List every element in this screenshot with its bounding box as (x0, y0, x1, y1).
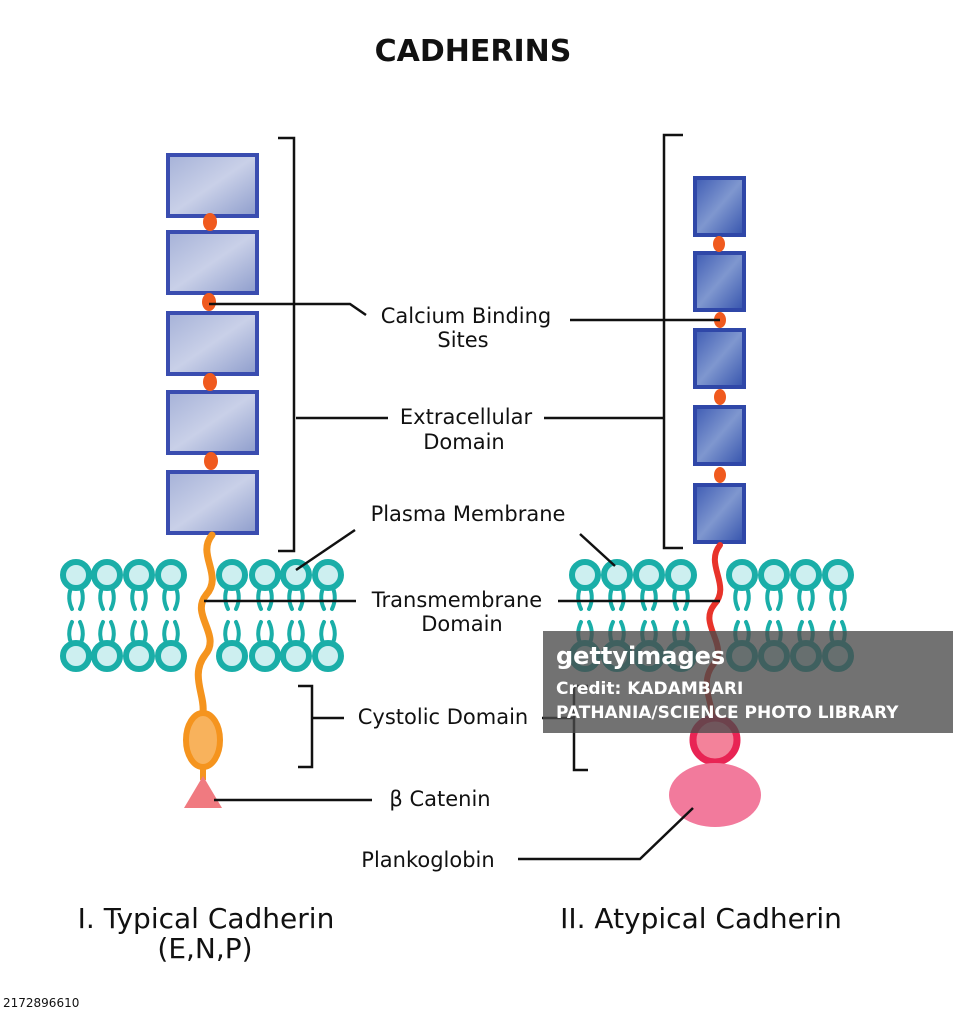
plakoglobin-label: Plankoglobin (361, 848, 494, 872)
typical-cytosolic-oval (183, 710, 223, 770)
typical-tail (194, 531, 216, 716)
phospholipid (726, 559, 758, 611)
getty-watermark: gettyimages Credit: KADAMBARI PATHANIA/S… (543, 631, 953, 733)
phospholipid (123, 559, 155, 611)
typical-cadherin-caption: I. Typical Cadherin (78, 902, 335, 935)
phospholipid (633, 559, 665, 611)
phospholipid (312, 620, 344, 672)
watermark-credit-line2: PATHANIA/SCIENCE PHOTO LIBRARY (556, 703, 899, 723)
typical-domain-box (166, 153, 259, 218)
phospholipid (155, 620, 187, 672)
typical-cadherin-caption-line2: (E,N,P) (157, 932, 252, 965)
atypical-domain-box (693, 328, 746, 389)
page-title: CADHERINS (375, 34, 572, 69)
transmembrane-domain-label: Transmembrane (371, 588, 542, 612)
phospholipid (91, 620, 123, 672)
phospholipid (280, 620, 312, 672)
left-plasma-membrane (60, 559, 344, 672)
plasma-membrane-label: Plasma Membrane (371, 502, 566, 526)
phospholipid (758, 559, 790, 611)
extracellular-domain-label-line2: Domain (423, 430, 505, 454)
typical-domain-box (166, 311, 259, 376)
typical-calcium-sites (202, 213, 218, 470)
extracellular-domain-label: Extracellular (400, 405, 533, 429)
atypical-extracellular-domains (693, 176, 746, 544)
transmembrane-domain-label-line2: Domain (421, 612, 503, 636)
phospholipid (665, 559, 697, 611)
cystolic-domain-label: Cystolic Domain (358, 705, 529, 729)
atypical-calcium-sites (713, 236, 726, 483)
left-extracellular-bracket (278, 136, 296, 553)
phospholipid (249, 620, 281, 672)
left-cystolic-bracket (298, 684, 314, 769)
image-id: 2172896610 (3, 996, 79, 1010)
phospholipid (790, 559, 822, 611)
typical-domain-box (166, 470, 259, 535)
phospholipid (249, 559, 281, 611)
phospholipid (569, 559, 601, 611)
plakoglobin-shape (669, 763, 761, 827)
phospholipid (216, 620, 248, 672)
atypical-domain-box (693, 405, 746, 466)
calcium-site (713, 236, 725, 252)
phospholipid (123, 620, 155, 672)
typical-domain-box (166, 390, 259, 455)
phospholipid (60, 620, 92, 672)
beta-catenin-label: β Catenin (389, 787, 490, 811)
atypical-domain-box (693, 483, 746, 544)
calcium-site (202, 293, 216, 311)
watermark-brand: gettyimages (556, 642, 725, 670)
calcium-site (203, 213, 217, 231)
phospholipid (312, 559, 344, 611)
calcium-binding-label: Calcium Binding (381, 304, 552, 328)
phospholipid (216, 559, 248, 611)
calcium-site (714, 467, 726, 483)
calcium-site (203, 373, 217, 391)
watermark-credit: Credit: KADAMBARI (556, 679, 743, 699)
typical-extracellular-domains (166, 153, 259, 535)
phospholipid (280, 559, 312, 611)
beta-catenin-triangle (184, 776, 222, 808)
image-id-strip (0, 994, 92, 1012)
watermark-background (543, 631, 953, 733)
phospholipid (601, 559, 633, 611)
atypical-cadherin-caption: II. Atypical Cadherin (560, 902, 842, 935)
calcium-site (714, 389, 726, 405)
typical-cadherin (166, 153, 259, 808)
calcium-binding-label-line2: Sites (437, 328, 488, 352)
leader-lines (204, 302, 720, 861)
phospholipid (60, 559, 92, 611)
atypical-domain-box (693, 251, 746, 312)
atypical-domain-box (693, 176, 746, 237)
phospholipid (155, 559, 187, 611)
right-extracellular-bracket (662, 133, 683, 550)
phospholipid (91, 559, 123, 611)
phospholipid (822, 559, 854, 611)
calcium-site (204, 452, 218, 470)
typical-domain-box (166, 230, 259, 295)
